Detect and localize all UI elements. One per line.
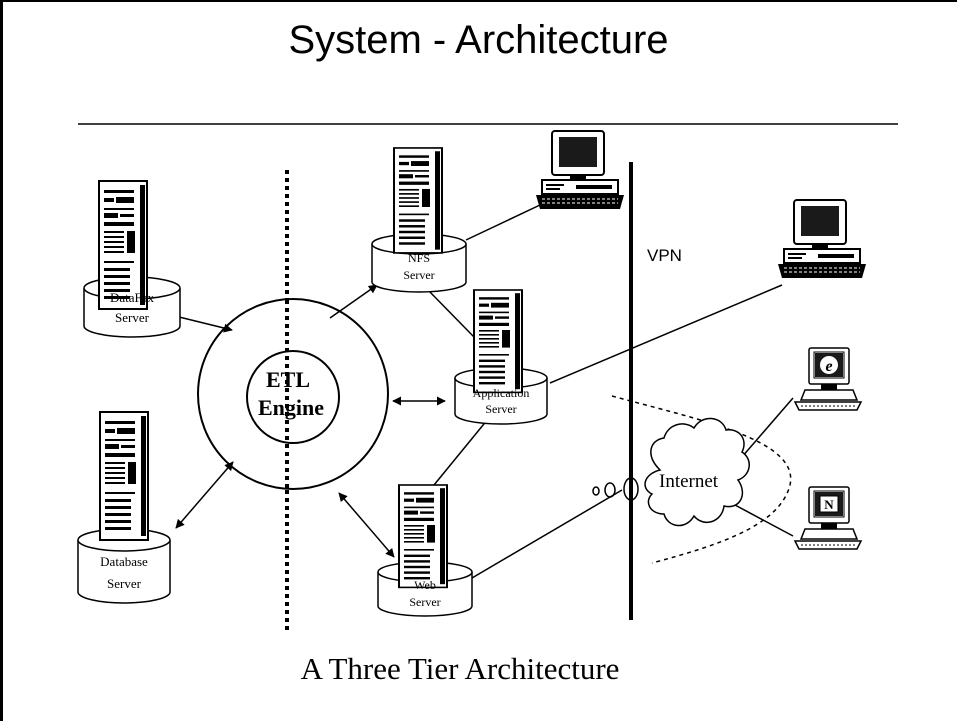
application-to-web-line: [433, 418, 489, 486]
nfs-to-pc-line: [465, 204, 541, 241]
database-server-tower-icon: [99, 411, 149, 541]
slide-subtitle: A Three Tier Architecture: [300, 651, 620, 686]
nfs-server: NFS Server: [371, 146, 467, 293]
internet-label: Internet: [659, 471, 719, 492]
vpn-tunnel-ring-2: [604, 482, 616, 498]
etl-to-nfs-arrow: [329, 284, 378, 319]
web-server-label-line2: Server: [409, 595, 440, 609]
datafax-server: DataFax Server: [83, 180, 181, 338]
nfs-server-label-line1: NFS: [408, 251, 430, 265]
database-server: Database Server: [77, 411, 171, 604]
slide-title: System - Architecture: [288, 18, 669, 62]
datafax-server-label-line2: Server: [115, 310, 150, 325]
netscape-client: N: [794, 486, 862, 550]
datafax-server-label-line1: DataFax: [110, 290, 155, 305]
web-server-label-line1: Web: [414, 578, 436, 592]
etl-inner-ring: [246, 350, 340, 444]
slide-left-border: [0, 0, 3, 721]
application-server-label-line2: Server: [485, 402, 516, 416]
application-server-label-line1: Application: [473, 386, 530, 400]
database-etl-arrow: [175, 461, 234, 529]
etl-web-arrow: [338, 492, 395, 558]
web-server-tower-icon: [398, 484, 448, 589]
netscape-logo-icon: N: [824, 497, 834, 512]
etl-label-line2: Engine: [258, 395, 324, 420]
ie-client: e: [794, 347, 862, 411]
vpn-client-desktop-icon: [777, 199, 867, 279]
application-server: Application Server: [454, 289, 548, 425]
web-to-internet-line: [471, 489, 623, 579]
application-to-vpn-pc-line: [549, 284, 783, 384]
ie-logo-icon: e: [825, 358, 832, 375]
internet-cloud-icon: [644, 417, 750, 527]
vpn-tunnel-ring-3: [623, 477, 639, 501]
nfs-to-application-line: [427, 289, 475, 338]
slide-top-border: [0, 0, 957, 2]
vpn-label: VPN: [647, 246, 682, 265]
nfs-server-tower-icon: [393, 146, 443, 254]
database-server-label-line1: Database: [100, 554, 148, 569]
vpn-tunnel-ring-1: [592, 486, 600, 496]
database-server-label-line2: Server: [107, 576, 142, 591]
nfs-client-desktop-icon: [535, 130, 625, 210]
web-server: Web Server: [377, 484, 473, 617]
application-server-tower-icon: [473, 289, 523, 394]
nfs-server-label-line2: Server: [403, 268, 434, 282]
datafax-to-etl-arrow: [174, 315, 233, 333]
internet-dashed-region: [611, 395, 792, 564]
etl-label-line1: ETL: [266, 367, 310, 392]
